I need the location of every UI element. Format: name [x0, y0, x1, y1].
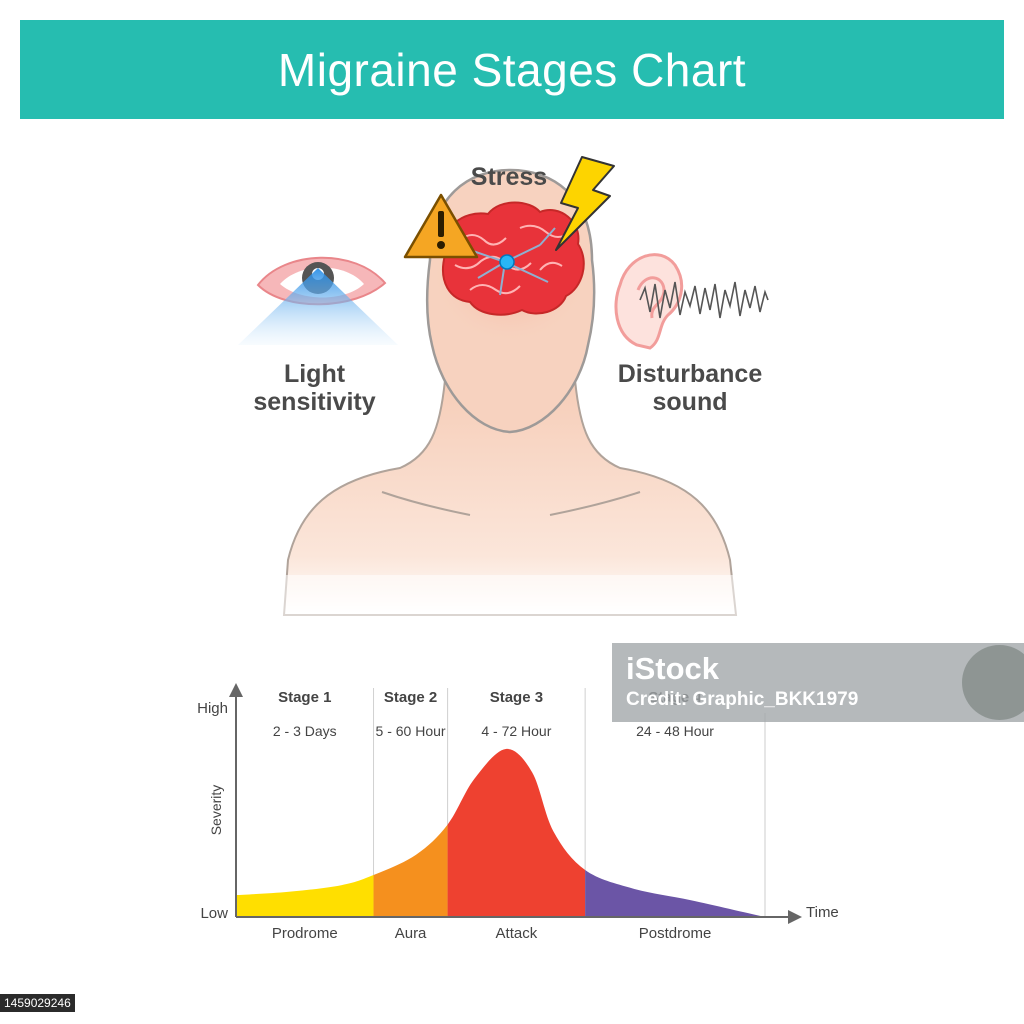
- stage-name: Stage 3: [490, 689, 543, 706]
- stage-duration: 24 - 48 Hour: [636, 723, 714, 739]
- stage-phase: Postdrome: [639, 925, 712, 942]
- stage-area-aura: [373, 824, 448, 917]
- watermark-circle: [962, 645, 1024, 720]
- brain-icon: [442, 201, 585, 316]
- warning-triangle-icon: [403, 193, 479, 259]
- disturbance-sound-line1: Disturbance: [617, 360, 763, 388]
- disturbance-sound-line2: sound: [652, 388, 728, 416]
- stage-duration: 5 - 60 Hour: [376, 723, 446, 739]
- stage-area-postdrome: [585, 869, 765, 917]
- stage-phase: Prodrome: [272, 925, 338, 942]
- disturbance-sound-label: Disturbance sound: [600, 360, 780, 416]
- eye-icon: [238, 256, 398, 345]
- x-axis-label: Time: [806, 904, 839, 921]
- light-sensitivity-line1: Light: [283, 360, 346, 388]
- x-axis-arrow: [788, 910, 802, 924]
- stage-name: Stage 2: [384, 689, 437, 706]
- y-axis-label: Severity: [208, 785, 224, 836]
- stage-duration: 4 - 72 Hour: [481, 723, 551, 739]
- y-axis-arrow: [229, 683, 243, 697]
- stage-duration: 2 - 3 Days: [273, 723, 337, 739]
- severity-chart: High Low Severity Time Stage 1 2 - 3 Days…: [197, 683, 839, 942]
- watermark-credit: Credit: Graphic_BKK1979: [626, 689, 859, 710]
- image-id-tag: 1459029246: [0, 994, 75, 1012]
- light-sensitivity-line2: sensitivity: [253, 388, 376, 416]
- sound-wave-icon: [639, 281, 769, 319]
- light-sensitivity-label: Light sensitivity: [222, 360, 407, 416]
- y-tick-high: High: [197, 700, 228, 717]
- y-tick-low: Low: [200, 905, 228, 922]
- watermark-logo: iStock: [626, 651, 720, 686]
- page-title: Migraine Stages Chart: [277, 43, 747, 96]
- stage-area-attack: [447, 748, 586, 917]
- lightning-bolt-icon: [555, 156, 615, 251]
- stage-area-prodrome: [236, 875, 374, 917]
- stress-label: Stress: [470, 163, 548, 191]
- title-banner: Migraine Stages Chart: [20, 20, 1004, 119]
- watermark-overlay: iStock Credit: Graphic_BKK1979: [612, 643, 1024, 722]
- stage-phase: Aura: [395, 925, 427, 942]
- stage-phase: Attack: [496, 925, 538, 942]
- stage-name: Stage 1: [278, 689, 331, 706]
